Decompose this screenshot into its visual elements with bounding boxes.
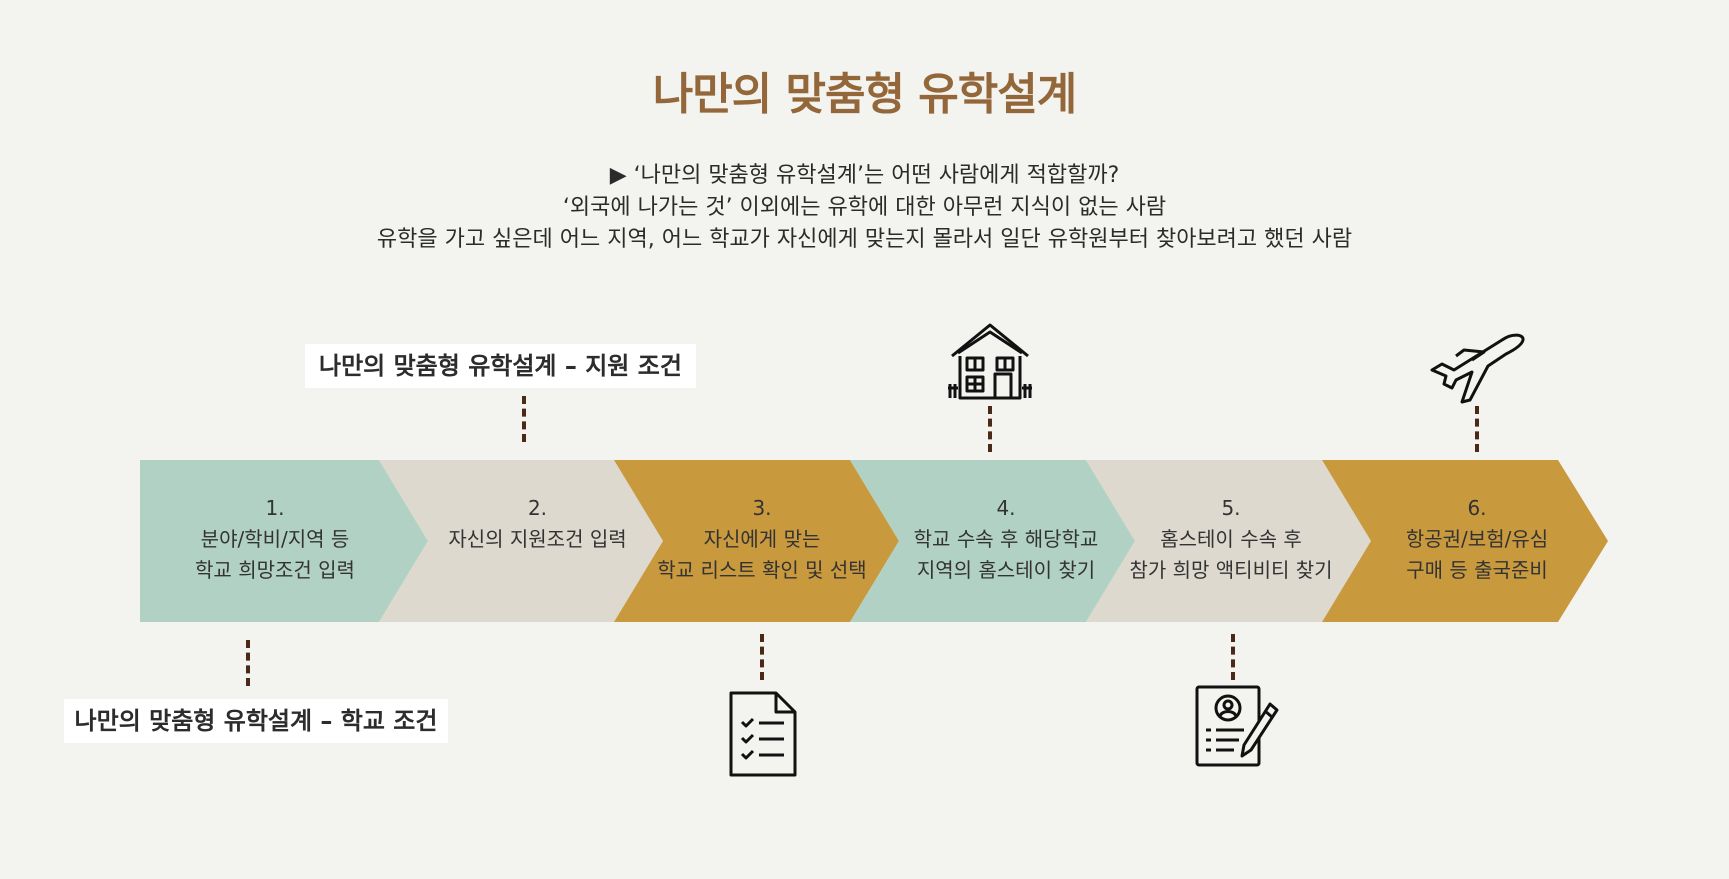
step-line: 항공권/보험/유심 [1405, 527, 1549, 551]
connector-bottom-label [246, 640, 250, 686]
step-line: 자신에게 맞는 [703, 527, 821, 551]
step-number: 3. [752, 496, 772, 520]
step-number: 1. [265, 496, 285, 520]
intro-text: ▶ ‘나만의 맞춤형 유학설계’는 어떤 사람에게 적합할까? ‘외국에 나가는… [0, 160, 1729, 256]
step-1-text: 1. 분야/학비/지역 등 학교 희망조건 입력 [150, 493, 400, 586]
step-line: 학교 희망조건 입력 [195, 558, 355, 582]
connector-top-label [522, 396, 526, 442]
connector-profile-form [1231, 634, 1235, 680]
step-line: 자신의 지원조건 입력 [448, 527, 627, 551]
step-2-text: 2. 자신의 지원조건 입력 [420, 493, 655, 555]
connector-house [988, 406, 992, 452]
step-line: 홈스테이 수속 후 [1160, 527, 1302, 551]
step-4-text: 4. 학교 수속 후 해당학교 지역의 홈스테이 찾기 [878, 493, 1134, 586]
step-2-arrow [379, 460, 663, 622]
profile-form-icon [1195, 685, 1279, 767]
step-line: 지역의 홈스테이 찾기 [916, 558, 1096, 582]
step-number: 5. [1221, 496, 1241, 520]
intro-line-1: ▶ ‘나만의 맞춤형 유학설계’는 어떤 사람에게 적합할까? [609, 163, 1120, 188]
step-3-arrow [614, 460, 899, 622]
checklist-icon [729, 691, 797, 777]
step-5-text: 5. 홈스테이 수속 후 참가 희망 액티비티 찾기 [1108, 493, 1354, 586]
label-support-conditions: 나만의 맞춤형 유학설계 – 지원 조건 [305, 344, 696, 388]
step-6-text: 6. 항공권/보험/유심 구매 등 출국준비 [1352, 493, 1602, 586]
step-3-text: 3. 자신에게 맞는 학교 리스트 확인 및 선택 [642, 493, 882, 586]
step-5-arrow [1086, 460, 1371, 622]
connector-airplane [1475, 406, 1479, 452]
page-title: 나만의 맞춤형 유학설계 [652, 69, 1077, 120]
step-number: 6. [1467, 496, 1487, 520]
step-line: 구매 등 출국준비 [1406, 558, 1548, 582]
intro-line-2: ‘외국에 나가는 것’ 이외에는 유학에 대한 아무런 지식이 없는 사람 [562, 195, 1167, 220]
step-4-arrow [850, 460, 1135, 622]
connector-checklist [760, 634, 764, 680]
step-line: 분야/학비/지역 등 [200, 527, 350, 551]
step-line: 학교 리스트 확인 및 선택 [657, 558, 867, 582]
house-icon [948, 323, 1032, 400]
label-school-conditions: 나만의 맞춤형 유학설계 – 학교 조건 [64, 699, 448, 743]
step-number: 4. [996, 496, 1016, 520]
step-1-arrow [140, 460, 428, 622]
step-line: 참가 희망 액티비티 찾기 [1129, 558, 1333, 582]
airplane-icon [1430, 333, 1525, 404]
intro-line-3: 유학을 가고 싶은데 어느 지역, 어느 학교가 자신에게 맞는지 몰라서 일단… [376, 227, 1353, 252]
step-number: 2. [527, 496, 548, 520]
step-6-arrow [1322, 460, 1608, 622]
step-line: 학교 수속 후 해당학교 [913, 527, 1099, 551]
